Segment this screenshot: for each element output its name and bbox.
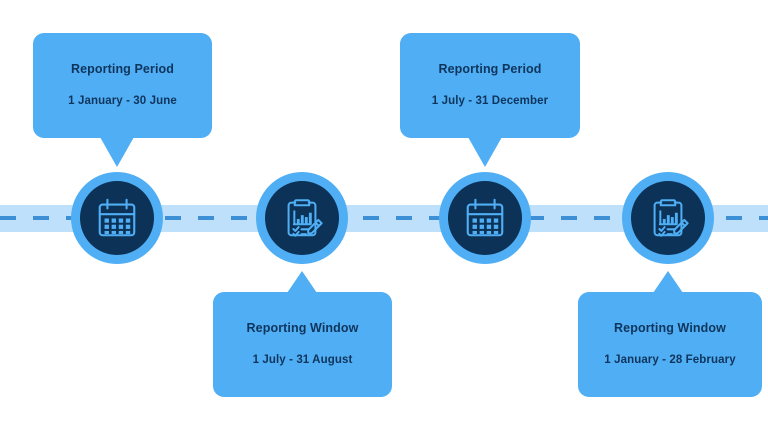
callout-tail-4 xyxy=(653,271,683,293)
callout-reporting-window-1[interactable]: Reporting Window 1 July - 31 August xyxy=(213,292,392,397)
calendar-icon xyxy=(466,198,504,237)
timeline-node-reporting-period-1[interactable] xyxy=(71,172,163,264)
node-disc xyxy=(448,181,522,255)
callout-reporting-window-2[interactable]: Reporting Window 1 January - 28 February xyxy=(578,292,762,397)
node-disc xyxy=(631,181,705,255)
callout-dates: 1 July - 31 December xyxy=(431,95,549,108)
clipboard-chart-pencil-icon xyxy=(653,199,689,237)
callout-title: Reporting Period xyxy=(71,62,174,77)
callout-tail-1 xyxy=(100,137,134,167)
clipboard-chart-pencil-icon xyxy=(287,199,323,237)
calendar-icon xyxy=(98,198,136,237)
callout-title: Reporting Window xyxy=(614,321,726,336)
callout-dates: 1 July - 31 August xyxy=(252,354,353,367)
callout-dates: 1 January - 30 June xyxy=(68,95,177,108)
timeline-node-reporting-window-1[interactable] xyxy=(256,172,348,264)
callout-reporting-period-2[interactable]: Reporting Period 1 July - 31 December xyxy=(400,33,580,138)
node-disc xyxy=(265,181,339,255)
callout-tail-2 xyxy=(287,271,317,293)
timeline-node-reporting-period-2[interactable] xyxy=(439,172,531,264)
callout-reporting-period-1[interactable]: Reporting Period 1 January - 30 June xyxy=(33,33,212,138)
callout-dates: 1 January - 28 February xyxy=(604,354,736,367)
callout-title: Reporting Period xyxy=(438,62,542,77)
callout-title: Reporting Window xyxy=(246,321,359,336)
node-disc xyxy=(80,181,154,255)
timeline-node-reporting-window-2[interactable] xyxy=(622,172,714,264)
timeline-dashed-line xyxy=(0,216,768,220)
callout-tail-3 xyxy=(468,137,502,167)
